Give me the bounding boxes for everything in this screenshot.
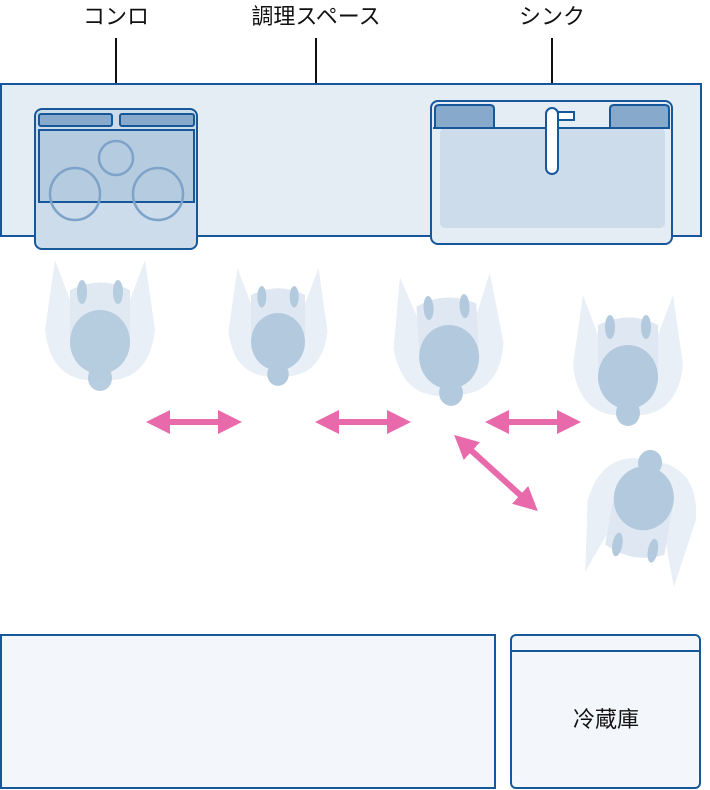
burner-small	[97, 139, 135, 177]
label-fridge: 冷蔵庫	[573, 708, 639, 733]
label-prep-space: 調理スペース	[251, 5, 380, 30]
person-2	[228, 268, 328, 386]
person-1	[45, 260, 155, 391]
back-counter	[0, 634, 496, 789]
person-5	[575, 440, 707, 589]
burner-right	[131, 166, 185, 222]
label-sink: シンク	[519, 5, 585, 30]
faucet	[545, 107, 559, 175]
person-4	[573, 295, 683, 426]
label-stove: コンロ	[83, 5, 149, 30]
person-3	[389, 272, 507, 409]
burner-left	[48, 166, 102, 222]
arrow-spacing-diagonal	[454, 434, 538, 512]
sink	[430, 100, 673, 245]
refrigerator: 冷蔵庫	[510, 634, 701, 789]
stove	[34, 108, 198, 250]
